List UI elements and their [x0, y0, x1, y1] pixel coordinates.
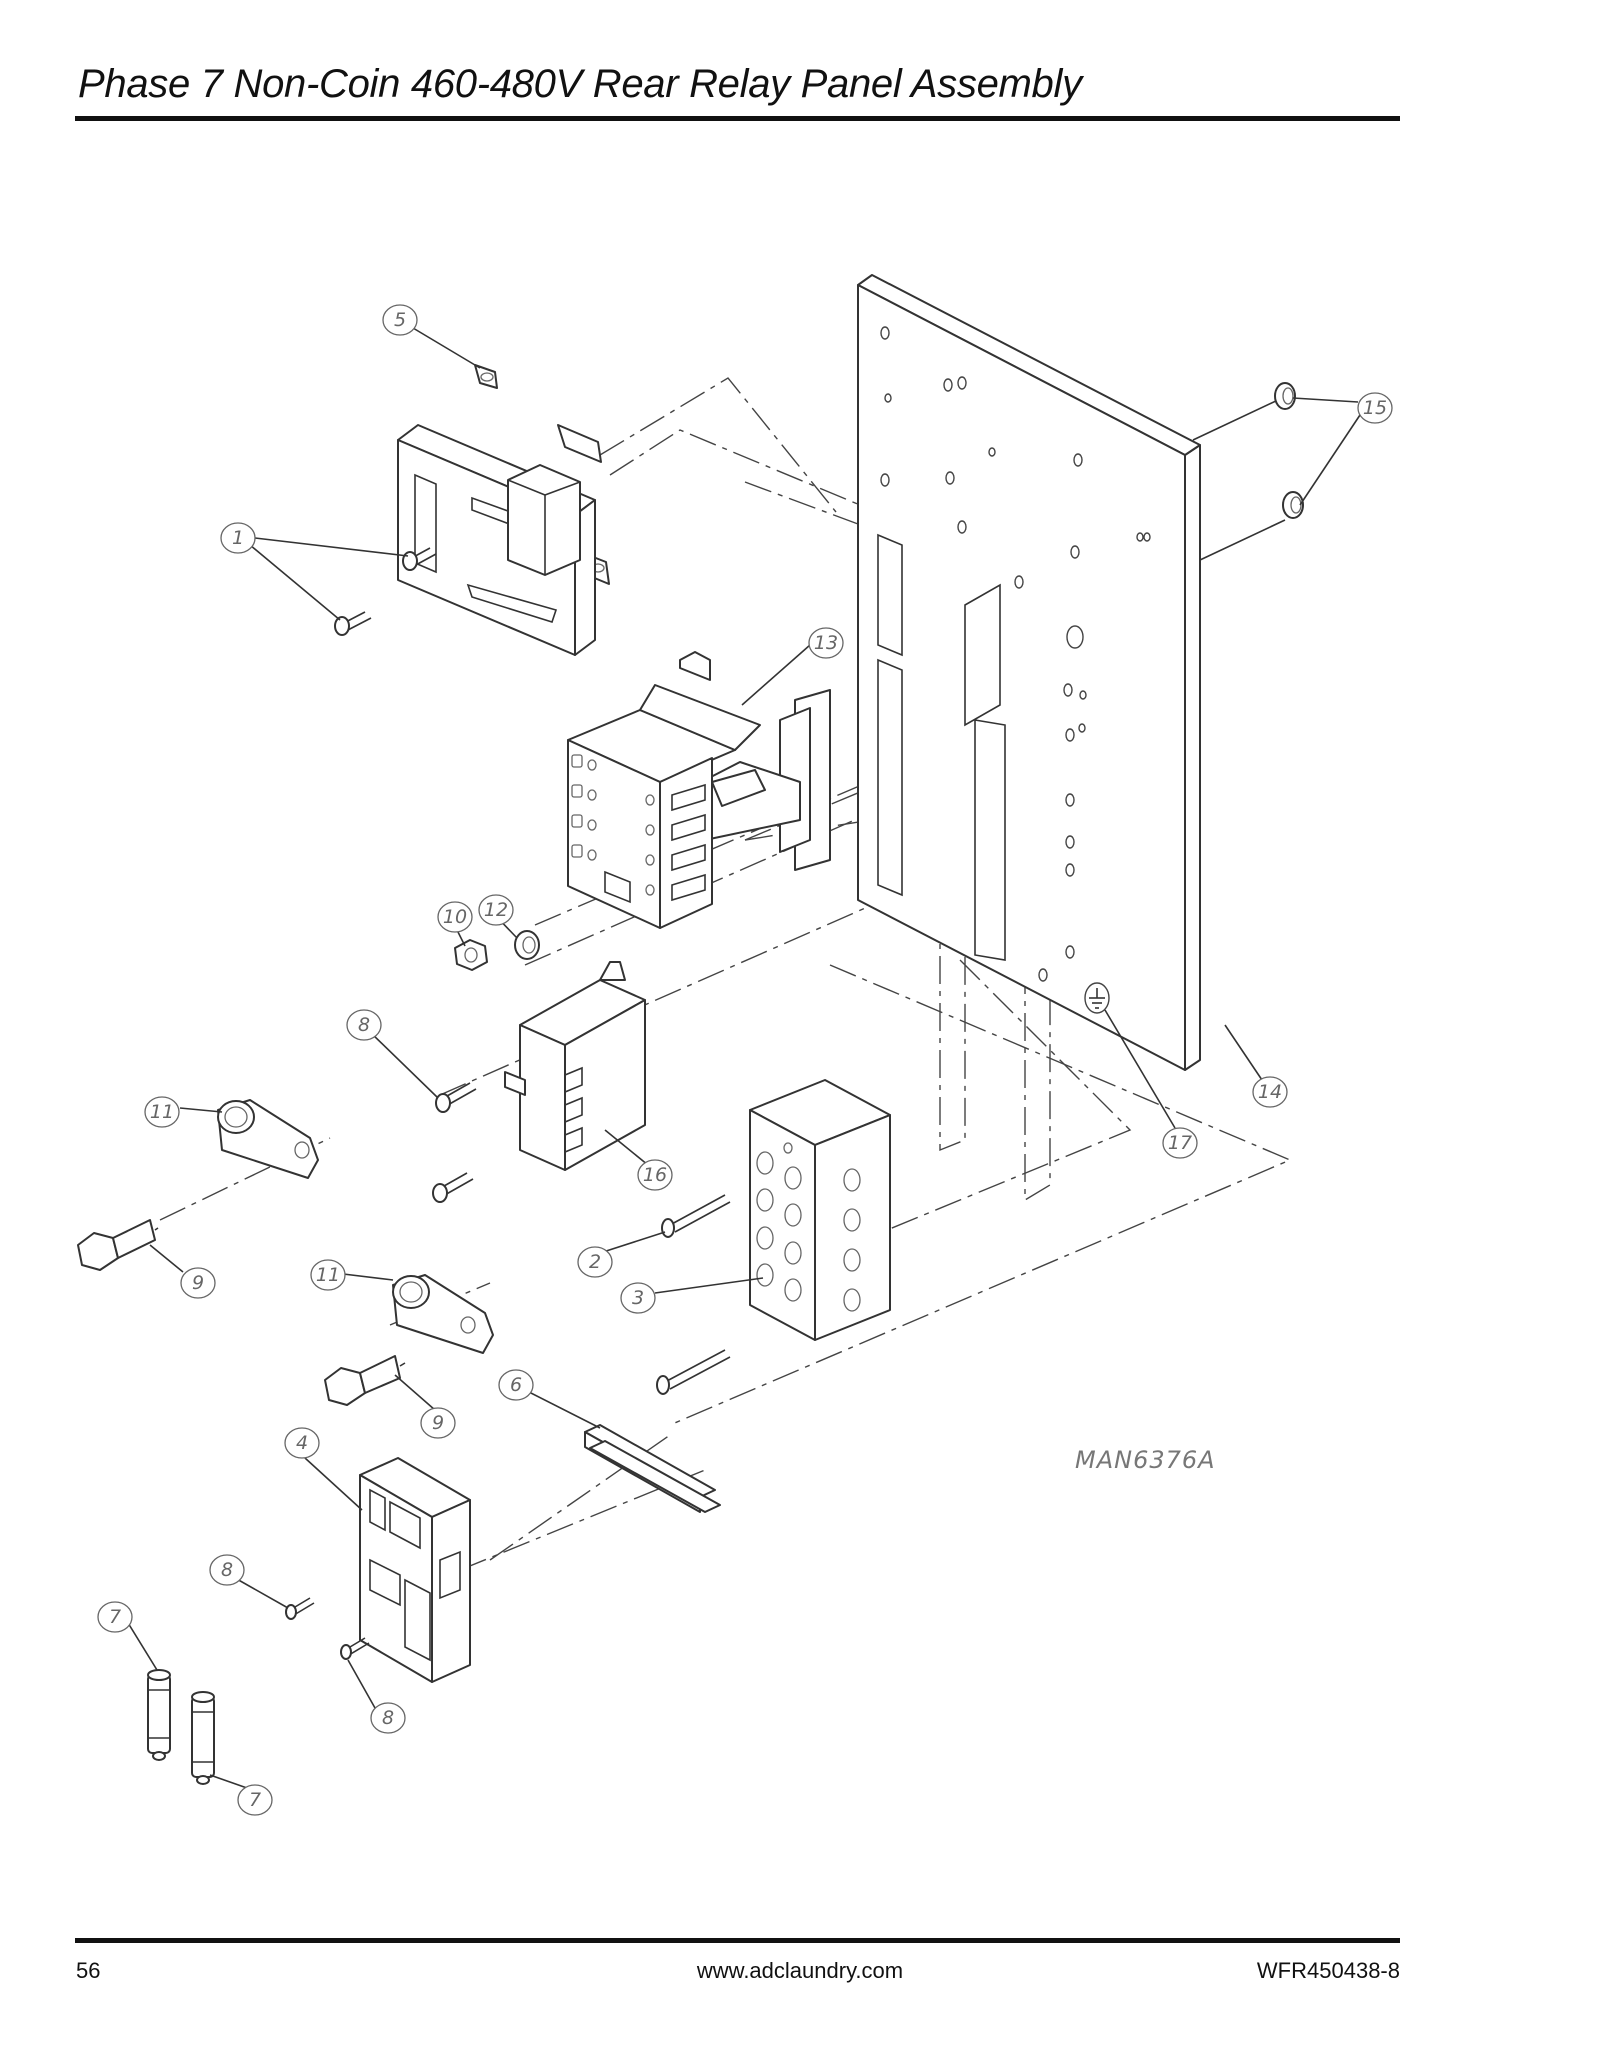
svg-text:12: 12 — [484, 899, 508, 921]
nut-and-washer — [454, 930, 540, 971]
callout-6: 6 — [498, 1369, 534, 1401]
standoffs — [217, 1099, 494, 1354]
screws-item-1 — [334, 547, 437, 636]
callout-3: 3 — [620, 1282, 656, 1314]
din-rail — [584, 1424, 721, 1513]
callout-15: 15 — [1357, 392, 1393, 424]
svg-text:4: 4 — [296, 1432, 308, 1454]
callout-bubbles: 5 1 15 13 14 17 10 12 8 11 16 9 2 11 3 9… — [97, 304, 1393, 1816]
relay — [504, 961, 646, 1171]
fuse-holder — [359, 1457, 471, 1683]
callout-11-lower: 11 — [310, 1259, 346, 1291]
transformer — [397, 364, 610, 656]
callout-12: 12 — [478, 894, 514, 926]
fuses — [147, 1669, 215, 1785]
callout-2: 2 — [577, 1246, 613, 1278]
svg-text:13: 13 — [814, 632, 838, 654]
svg-text:10: 10 — [443, 906, 467, 928]
svg-text:8: 8 — [221, 1559, 233, 1581]
callout-5: 5 — [382, 304, 418, 336]
svg-text:6: 6 — [510, 1374, 522, 1396]
svg-text:2: 2 — [589, 1251, 601, 1273]
ground-symbol-icon — [1084, 982, 1110, 1014]
contactor-terminals — [571, 754, 706, 904]
callout-11-upper: 11 — [144, 1096, 180, 1128]
callout-4: 4 — [284, 1427, 320, 1459]
drawing-number: MAN6376A — [1075, 1446, 1216, 1474]
callout-7-upper: 7 — [97, 1601, 133, 1633]
long-screws — [656, 1194, 731, 1395]
svg-text:8: 8 — [358, 1014, 370, 1036]
svg-text:17: 17 — [1168, 1132, 1192, 1154]
callout-10: 10 — [437, 901, 473, 933]
page-title: Phase 7 Non-Coin 460-480V Rear Relay Pan… — [78, 62, 1082, 106]
svg-text:5: 5 — [394, 309, 406, 331]
svg-text:7: 7 — [109, 1606, 121, 1628]
relay-panel — [857, 274, 1201, 1071]
callout-9-upper: 9 — [180, 1267, 216, 1299]
plug-buttons — [1192, 382, 1304, 561]
lag-bolts — [77, 1219, 406, 1406]
header-rule — [75, 116, 1400, 121]
website-url: www.adclaundry.com — [696, 1958, 904, 1983]
callout-8-upper: 8 — [346, 1009, 382, 1041]
footer-rule — [75, 1938, 1400, 1943]
callout-13: 13 — [808, 627, 844, 659]
svg-text:16: 16 — [643, 1164, 667, 1186]
callout-8-left: 8 — [209, 1554, 245, 1586]
page-number: 56 — [76, 1958, 101, 1983]
contactor — [567, 651, 831, 929]
svg-text:8: 8 — [382, 1707, 394, 1729]
callout-8-lower: 8 — [370, 1702, 406, 1734]
callout-1: 1 — [220, 522, 256, 554]
svg-text:1: 1 — [232, 527, 244, 549]
svg-text:11: 11 — [316, 1264, 340, 1286]
terminal-block — [749, 1079, 891, 1341]
callout-17: 17 — [1162, 1127, 1198, 1159]
svg-text:9: 9 — [192, 1272, 204, 1294]
panel-holes — [880, 326, 1151, 982]
screws-item-8-lower — [285, 1597, 370, 1660]
callout-14: 14 — [1252, 1076, 1288, 1108]
svg-text:9: 9 — [432, 1412, 444, 1434]
document-number: WFR450438-8 — [1256, 1958, 1400, 1983]
svg-text:14: 14 — [1258, 1081, 1282, 1103]
svg-text:3: 3 — [632, 1287, 644, 1309]
svg-text:7: 7 — [249, 1789, 261, 1811]
svg-text:15: 15 — [1363, 397, 1387, 419]
callout-16: 16 — [637, 1159, 673, 1191]
svg-text:11: 11 — [150, 1101, 174, 1123]
screws-item-8-upper — [432, 1082, 477, 1203]
callout-7-lower: 7 — [237, 1784, 273, 1816]
callout-9-lower: 9 — [420, 1407, 456, 1439]
